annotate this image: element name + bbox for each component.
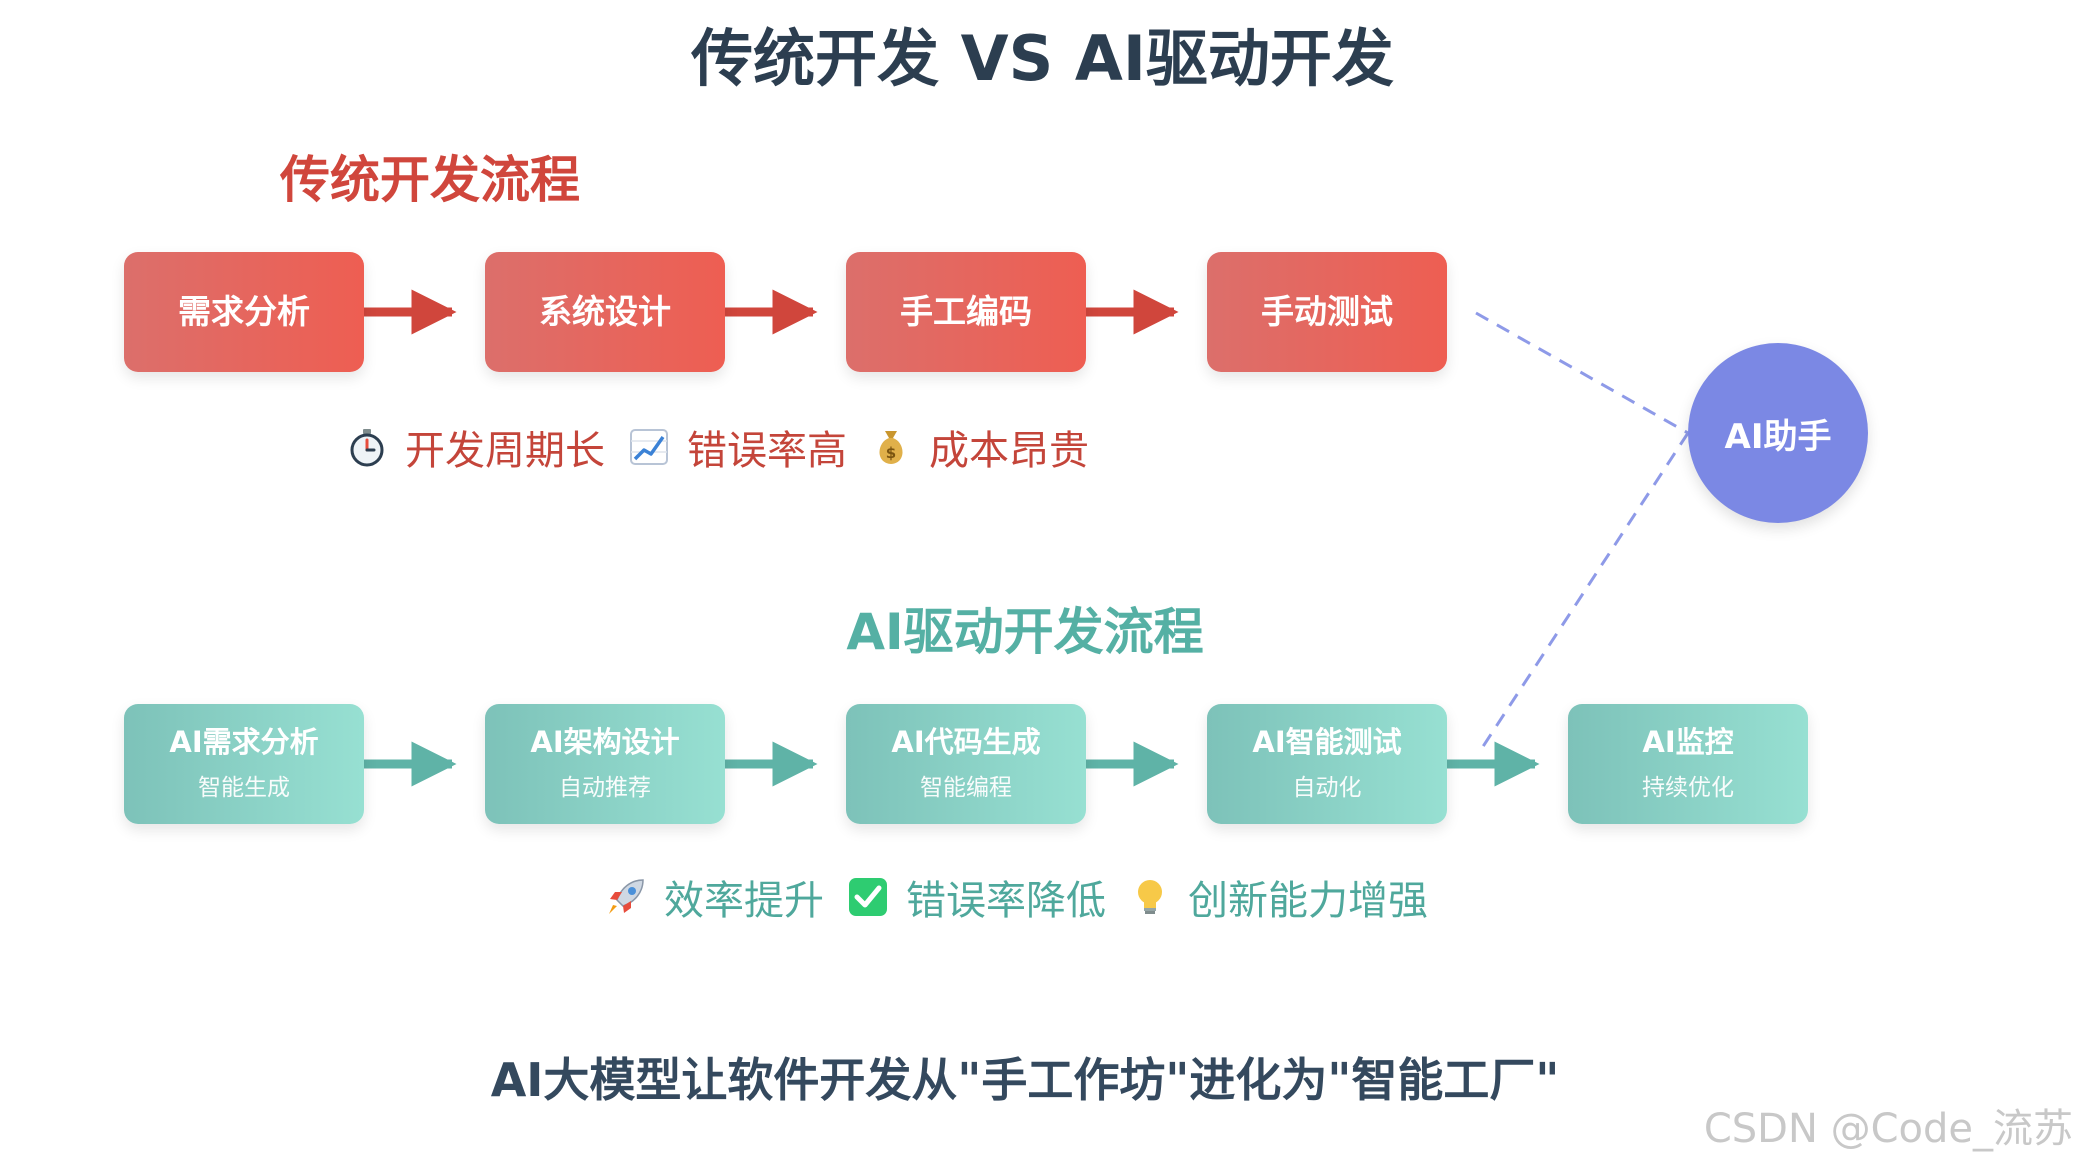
metric-text: 成本昂贵 [929, 428, 1089, 474]
trad-step-requirements: 需求分析 [124, 252, 364, 372]
assistant-links [1475, 311, 1690, 749]
trad-step-coding: 手工编码 [846, 252, 1086, 372]
step-sublabel: 智能编程 [920, 774, 1012, 801]
ai-assistant-label: AI助手 [1724, 416, 1832, 457]
metric-text: 效率提升 [664, 878, 824, 924]
metric-item: $ 成本昂贵 [869, 418, 1089, 476]
ai-section-title: AI驱动开发流程 [846, 603, 1204, 661]
ai-step-requirements: AI需求分析 智能生成 [124, 704, 364, 824]
ai-assistant-node: AI助手 [1688, 343, 1868, 523]
step-sublabel: 自动化 [1292, 774, 1362, 801]
step-sublabel: 自动推荐 [559, 774, 651, 801]
ai-step-codegen: AI代码生成 智能编程 [846, 704, 1086, 824]
traditional-metrics: 开发周期长 错误率高 $ 成本昂贵 [345, 418, 1111, 476]
trad-step-design: 系统设计 [485, 252, 725, 372]
step-label: AI监控 [1642, 725, 1734, 760]
rocket-icon [604, 875, 648, 919]
metric-text: 错误率高 [687, 428, 847, 474]
ai-metrics: 效率提升 错误率降低 创新能力增强 [604, 868, 1450, 926]
page-title: 传统开发 VS AI驱动开发 [691, 22, 1394, 95]
metric-item: 错误率降低 [846, 868, 1106, 926]
metric-item: 开发周期长 [345, 418, 605, 476]
step-label: AI需求分析 [169, 725, 319, 760]
step-label: 手工编码 [900, 292, 1032, 332]
light-bulb-icon [1128, 875, 1172, 919]
metric-item: 错误率高 [627, 418, 847, 476]
metric-text: 创新能力增强 [1188, 878, 1428, 924]
ai-step-architecture: AI架构设计 自动推荐 [485, 704, 725, 824]
stopwatch-icon [345, 425, 389, 469]
metric-item: 创新能力增强 [1128, 868, 1428, 926]
assistant-link-ai [1480, 432, 1690, 749]
watermark: CSDN @Code_流苏 [1703, 1106, 2073, 1152]
metric-item: 效率提升 [604, 868, 824, 926]
step-label: AI智能测试 [1252, 725, 1402, 760]
assistant-link-traditional [1475, 311, 1689, 435]
money-bag-icon: $ [869, 425, 913, 469]
step-label: 系统设计 [539, 292, 671, 332]
step-label: AI代码生成 [891, 725, 1041, 760]
traditional-section-title: 传统开发流程 [280, 151, 580, 209]
ai-step-monitoring: AI监控 持续优化 [1568, 704, 1808, 824]
step-label: 手动测试 [1261, 292, 1393, 332]
svg-text:$: $ [886, 444, 896, 462]
step-label: 需求分析 [178, 292, 310, 332]
metric-text: 错误率降低 [906, 878, 1106, 924]
step-label: AI架构设计 [530, 725, 680, 760]
tagline: AI大模型让软件开发从"手工作坊"进化为"智能工厂" [490, 1053, 1560, 1107]
metric-text: 开发周期长 [405, 428, 605, 474]
ai-step-testing: AI智能测试 自动化 [1207, 704, 1447, 824]
trad-step-testing: 手动测试 [1207, 252, 1447, 372]
step-sublabel: 持续优化 [1642, 774, 1734, 801]
chart-increasing-icon [627, 425, 671, 469]
check-mark-icon [846, 875, 890, 919]
step-sublabel: 智能生成 [198, 774, 290, 801]
